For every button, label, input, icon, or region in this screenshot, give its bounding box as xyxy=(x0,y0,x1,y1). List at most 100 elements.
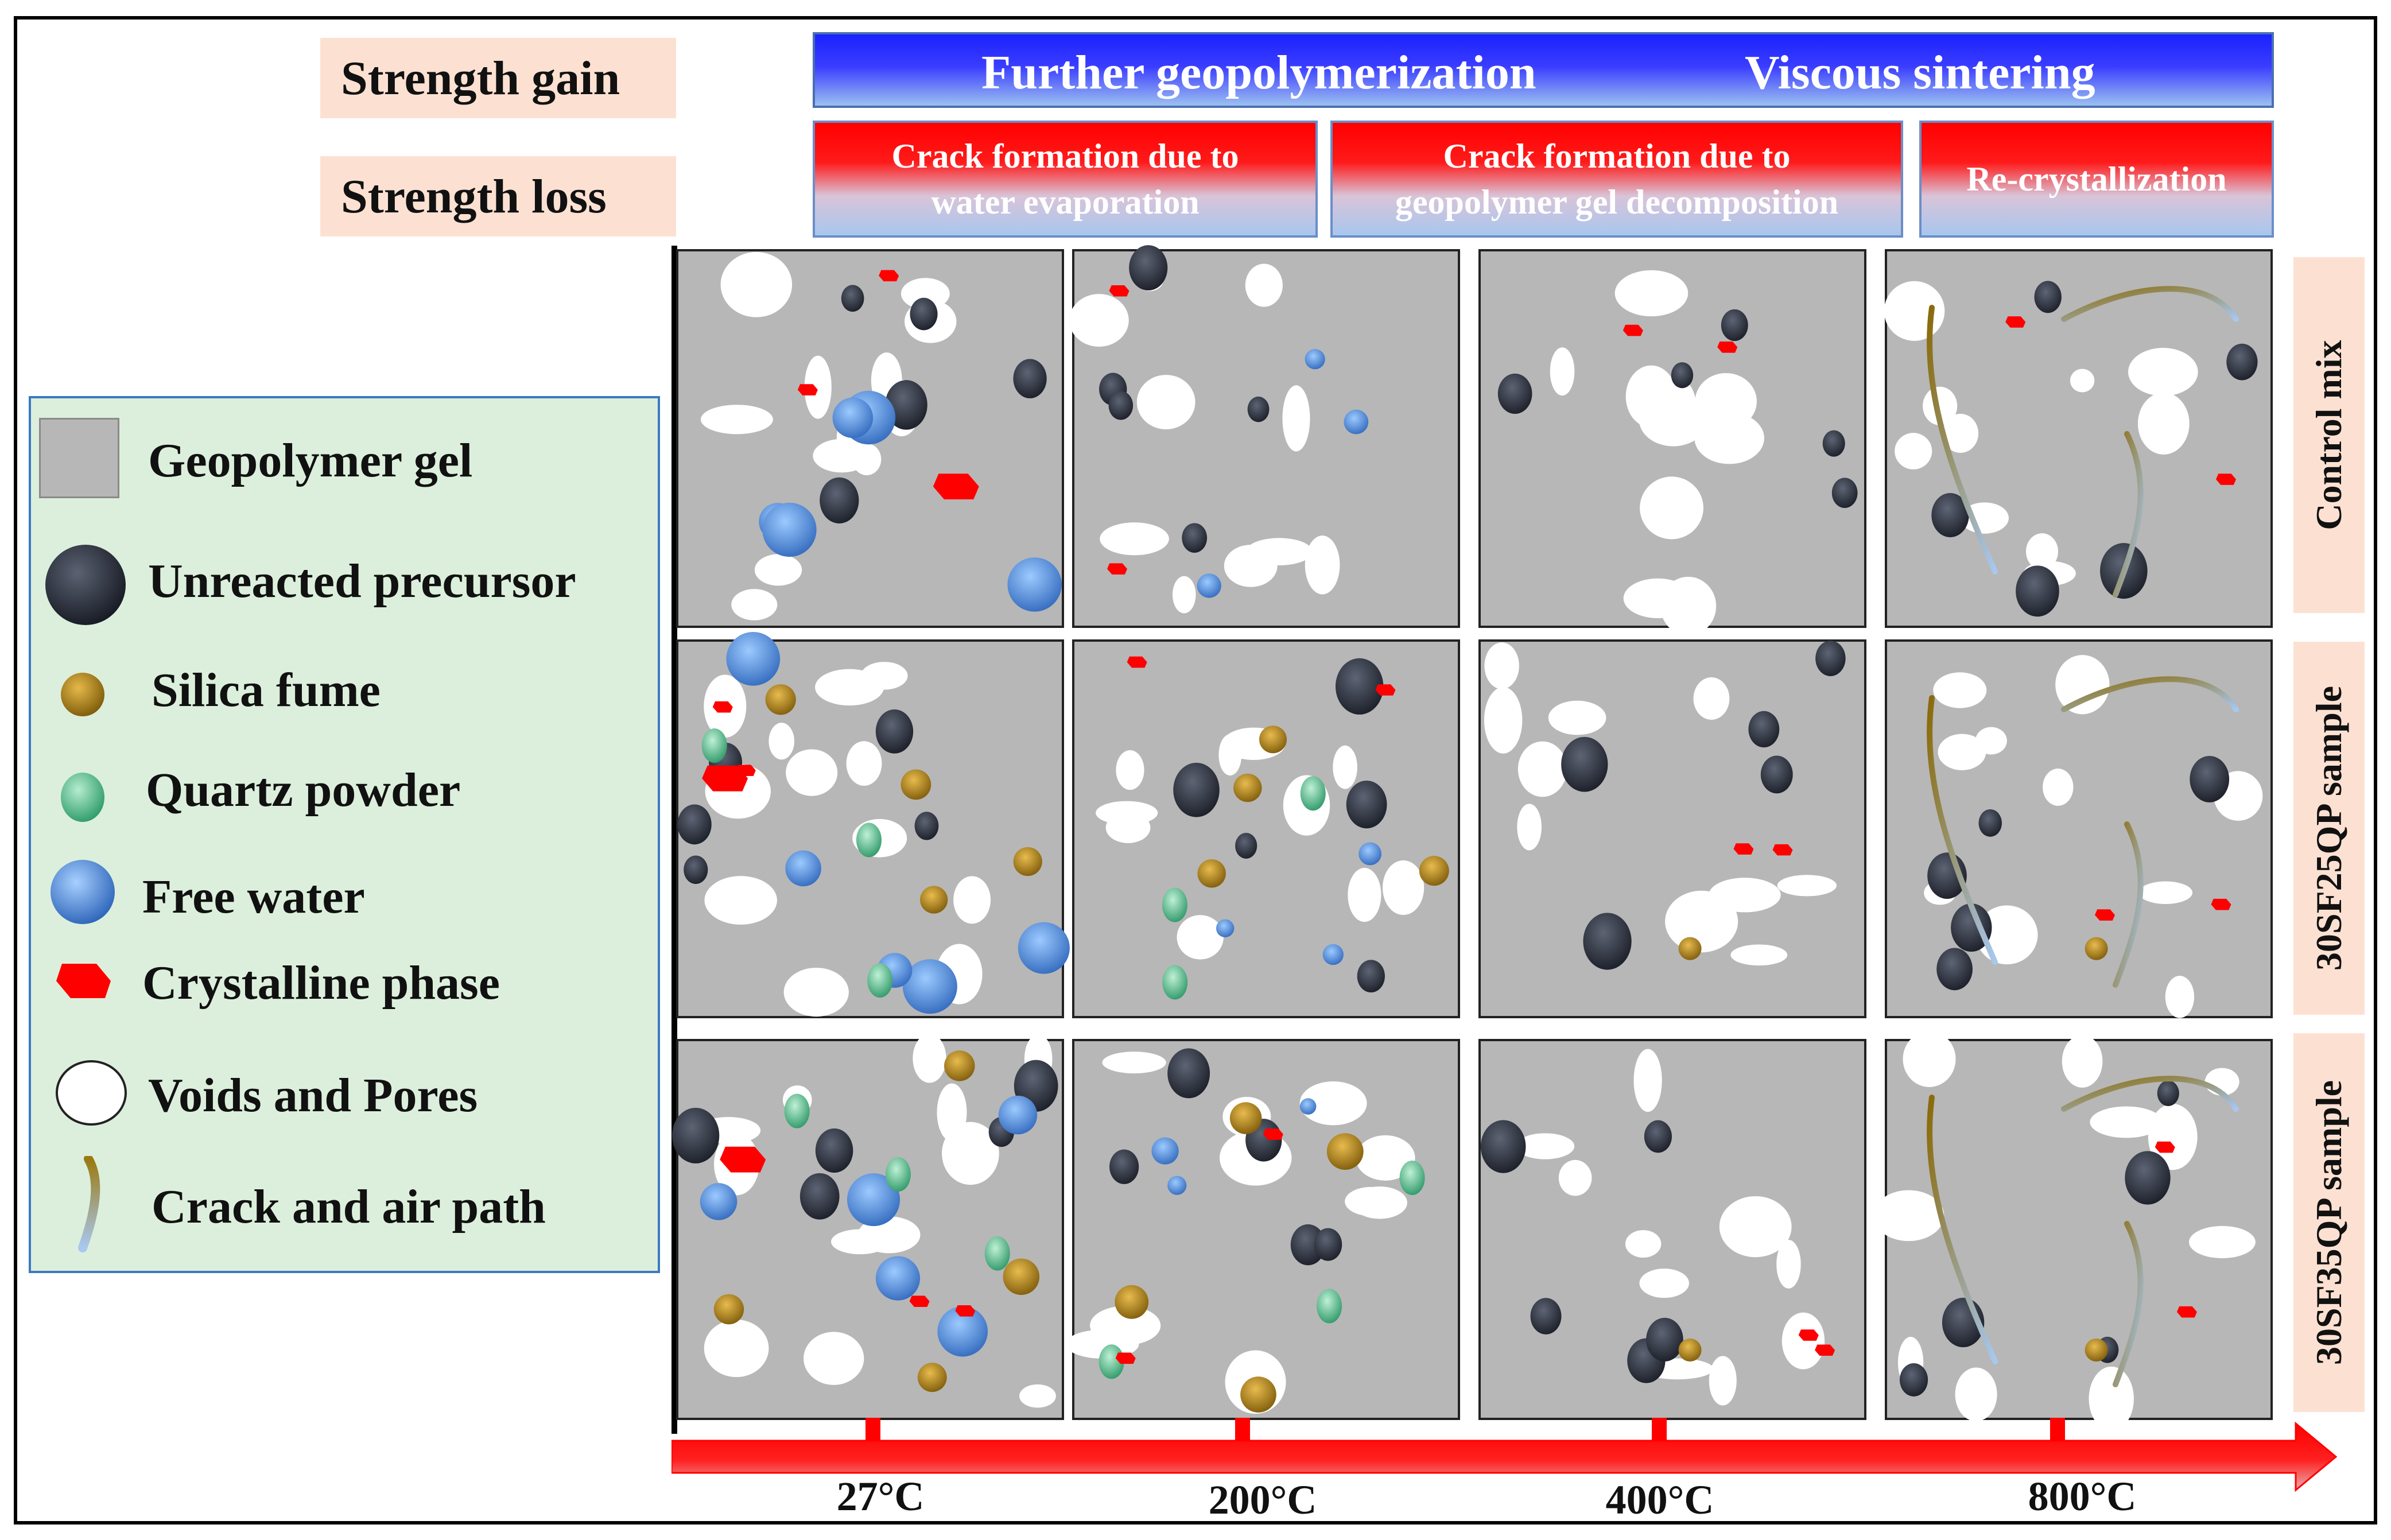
silica-fume xyxy=(1013,847,1042,876)
void-pore xyxy=(1383,860,1424,916)
silica-fume xyxy=(920,886,948,914)
crystalline-phase xyxy=(720,1146,766,1173)
crack-path xyxy=(2113,431,2144,598)
void-pore xyxy=(786,749,838,796)
void-pore xyxy=(2165,976,2195,1018)
void-pore xyxy=(846,741,882,786)
unreacted-precursor xyxy=(1748,711,1780,748)
free-water xyxy=(875,1256,921,1301)
quartz-powder xyxy=(1317,1289,1342,1324)
unreacted-precursor xyxy=(1167,1048,1210,1099)
void-pore xyxy=(1955,1367,1997,1422)
crack-path xyxy=(1927,305,1998,575)
silica-fume xyxy=(2085,937,2108,960)
quartz-powder xyxy=(1162,887,1187,922)
void-pore xyxy=(1356,1135,1415,1181)
void-pore xyxy=(2070,368,2095,393)
unreacted-precursor xyxy=(914,812,939,840)
void-pore xyxy=(1069,294,1129,347)
unreacted-precursor xyxy=(1497,373,1532,414)
unreacted-precursor xyxy=(1899,1363,1928,1397)
crystalline-phase xyxy=(1733,843,1754,855)
crystalline-phase xyxy=(1127,656,1147,668)
void-pore xyxy=(1218,734,1242,776)
legend-item-silica: Silica fume xyxy=(31,662,658,748)
void-pore xyxy=(1884,281,1945,341)
void-pore xyxy=(1781,1312,1825,1370)
strength-loss-text: Strength loss xyxy=(341,169,607,223)
void-pore xyxy=(1096,801,1158,825)
crack-path xyxy=(1927,695,1998,965)
silica-fume xyxy=(1259,726,1287,754)
loss-box-2-line2: geopolymer gel decomposition xyxy=(1395,183,1839,221)
free-water xyxy=(1322,944,1344,965)
silica-fume xyxy=(1678,937,1702,960)
dark-sphere-icon xyxy=(45,545,126,625)
void-pore xyxy=(2062,1035,2103,1088)
unreacted-precursor xyxy=(1335,658,1384,715)
crystalline-phase xyxy=(2211,898,2231,910)
void-pore xyxy=(1895,433,1932,470)
loss-box-3-line1: Re-crystallization xyxy=(1966,160,2227,198)
crystalline-phase xyxy=(879,270,899,282)
unreacted-precursor xyxy=(672,1107,720,1163)
crystalline-phase xyxy=(2094,909,2115,921)
unreacted-precursor xyxy=(1721,309,1748,342)
crack-path xyxy=(2061,1076,2239,1112)
temp-label-800: 800°C xyxy=(2028,1473,2137,1519)
white-circle-icon xyxy=(56,1060,127,1126)
void-pore xyxy=(783,967,849,1017)
red-hexagon-icon xyxy=(56,964,111,998)
gain-bar-right-text: Viscous sintering xyxy=(1745,46,2095,99)
quartz-powder xyxy=(701,728,727,763)
void-pore xyxy=(1245,263,1283,307)
void-pore xyxy=(2090,1106,2163,1138)
temp-label-200: 200°C xyxy=(1208,1477,1317,1523)
void-pore xyxy=(1550,347,1575,396)
legend-label-voids: Voids and Pores xyxy=(148,1069,478,1122)
void-pore xyxy=(1693,677,1730,720)
blue-sphere-icon xyxy=(51,860,115,924)
unreacted-precursor xyxy=(799,1173,840,1220)
crystalline-phase xyxy=(1107,563,1128,575)
unreacted-precursor xyxy=(1760,755,1793,794)
silica-fume xyxy=(900,769,931,800)
silica-fume xyxy=(1197,859,1226,888)
unreacted-precursor xyxy=(1822,430,1845,457)
void-pore xyxy=(1352,1186,1407,1219)
void-pore xyxy=(913,1033,946,1083)
loss-box-1-line1: Crack formation due to xyxy=(891,137,1239,175)
crystalline-phase xyxy=(1717,341,1738,353)
free-water xyxy=(700,1183,738,1220)
unreacted-precursor xyxy=(1936,948,1973,991)
crystalline-phase xyxy=(2216,474,2237,485)
quartz-powder xyxy=(784,1093,810,1128)
void-pore xyxy=(1484,686,1523,754)
void-pore xyxy=(2025,533,2059,570)
strength-gain-text: Strength gain xyxy=(341,51,620,105)
silica-fume xyxy=(2085,1339,2108,1361)
unreacted-precursor xyxy=(2190,755,2230,802)
unreacted-precursor xyxy=(1931,492,1969,537)
loss-box-recrystallization: Re-crystallization xyxy=(1919,121,2274,238)
loss-box-gel-decomposition: Crack formation due to geopolymer gel dec… xyxy=(1330,121,1903,238)
gel-matrix xyxy=(1478,639,1866,1018)
quartz-powder xyxy=(984,1236,1010,1271)
void-pore xyxy=(1136,375,1196,430)
strength-gain-label: Strength gain xyxy=(320,38,676,118)
green-sphere-icon xyxy=(61,773,104,822)
free-water xyxy=(832,397,874,439)
crystalline-phase xyxy=(955,1305,976,1317)
free-water xyxy=(1358,842,1382,866)
silica-fume xyxy=(765,684,796,715)
silica-fume xyxy=(944,1050,975,1081)
void-pore xyxy=(1516,1133,1575,1159)
void-pore xyxy=(1903,1031,1956,1087)
loss-box-2-line1: Crack formation due to xyxy=(1443,137,1791,175)
void-pore xyxy=(1548,700,1606,735)
void-pore xyxy=(1299,1081,1367,1126)
tick-800c xyxy=(2050,1418,2065,1443)
row-label-control: Control mix xyxy=(2293,257,2365,613)
void-pore xyxy=(1517,741,1567,797)
void-pore xyxy=(1172,576,1196,614)
